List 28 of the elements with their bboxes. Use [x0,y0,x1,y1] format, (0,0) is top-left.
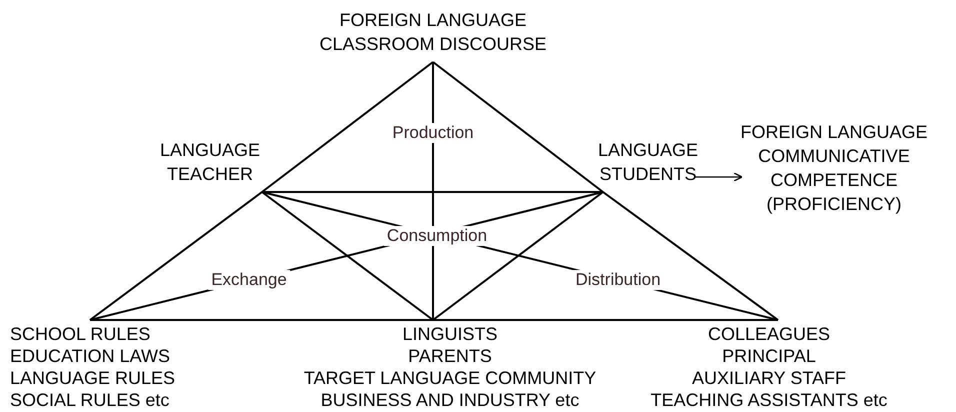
node-label: SCHOOL RULES [10,323,150,345]
node-label: PRINCIPAL [722,345,816,367]
connector-line [433,319,778,321]
node-label: FOREIGN LANGUAGE CLASSROOM DISCOURSE [318,9,548,56]
connector-line [262,191,603,193]
connector-line [90,319,433,321]
connector-line [432,191,604,321]
node-label: EDUCATION LAWS [10,345,170,367]
connector-line [261,61,434,193]
node-label: LINGUISTS [402,323,498,345]
node-label: PARENTS [408,345,492,367]
edge-label: Exchange [208,270,290,290]
node-label: COLLEAGUES [708,323,830,345]
node-label: TEACHING ASSISTANTS etc [650,389,888,411]
node-label: TARGET LANGUAGE COMMUNITY [304,367,596,389]
node-label: LANGUAGE RULES [10,367,176,389]
edge-label: Distribution [572,270,664,290]
connector-line [602,191,779,321]
connector-line [432,61,604,193]
connector-line [89,191,263,321]
node-label: SOCIAL RULES etc [10,389,170,411]
node-label: LANGUAGE TEACHER [158,139,262,186]
node-label: FOREIGN LANGUAGE COMMUNICATIVE COMPETENCE (PROFICIENCY) [740,121,928,216]
node-label: AUXILIARY STAFF [692,367,846,389]
connector-line [261,191,434,321]
node-label: BUSINESS AND INDUSTRY etc [320,389,580,411]
arrow [695,172,743,182]
node-label: LANGUAGE STUDENTS [598,139,698,186]
